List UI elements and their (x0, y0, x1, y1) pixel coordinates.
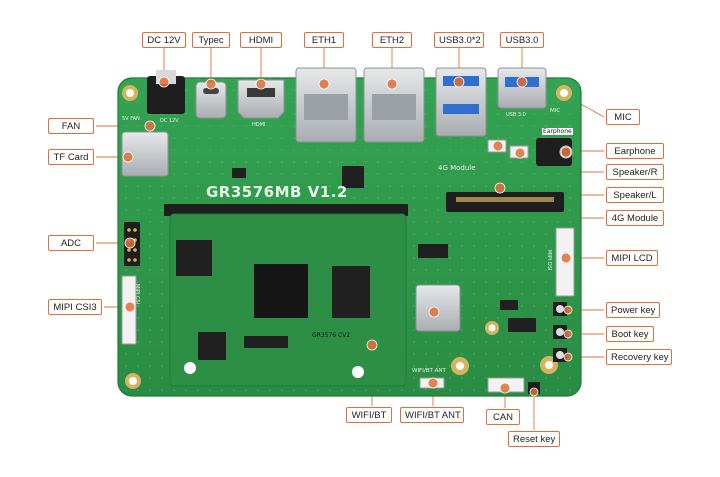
label-dc12v: DC 12V (142, 32, 186, 48)
label-speakerl: Speaker/L (606, 187, 664, 203)
silk-hdmi: HDMI (252, 122, 266, 128)
label-mic: MIC (606, 109, 640, 125)
silk-earphone: Earphone (542, 128, 573, 135)
pmic-chip (244, 336, 288, 348)
label-powerkey: Power key (606, 302, 660, 318)
label-wifibtant: WIFI/BT ANT (400, 407, 464, 423)
ram-chip-1 (176, 240, 212, 276)
module-mark: GR3576 CV2 (312, 332, 351, 339)
label-earphone: Earphone (606, 143, 664, 159)
label-can: CAN (486, 409, 520, 425)
silk-fan: 5V FAN (122, 116, 140, 122)
mounting-holes (122, 85, 572, 389)
label-wifibt: WIFI/BT (346, 407, 392, 423)
module-hole-2 (352, 366, 364, 378)
som-slot (164, 204, 408, 216)
label-eth2: ETH2 (372, 32, 412, 48)
label-mipicsi3: MIPI CSI3 (48, 299, 102, 315)
label-mipilcd: MIPI LCD (606, 250, 658, 266)
soc-chip (254, 264, 308, 318)
module-hole (184, 362, 196, 374)
label-speakerr: Speaker/R (606, 164, 664, 180)
eth1-port (295, 67, 357, 143)
tf-card-slot (121, 131, 169, 177)
label-resetkey: Reset key (508, 431, 560, 447)
label-usb30: USB3.0 (500, 32, 544, 48)
label-adc: ADC (48, 235, 94, 251)
board-title: GR3576MB V1.2 (206, 183, 348, 201)
4g-module-slot-pins (456, 197, 554, 202)
silk-mic: MIC (550, 108, 561, 114)
emmc-chip (198, 332, 226, 360)
eth2-port (363, 67, 425, 143)
silk-mipi-csi: MIPI CSI (134, 284, 140, 305)
label-tfcard: TF Card (48, 149, 94, 165)
hdmi-port (237, 79, 285, 119)
dc-jack (147, 70, 185, 114)
ram-chip-2 (332, 266, 370, 318)
label-hdmi: HDMI (240, 32, 282, 48)
label-module4g: 4G Module (606, 210, 664, 226)
wifi-bt-chip (415, 284, 461, 332)
key-buttons (528, 302, 567, 394)
silk-wifi-ant: WIFI/BT ANT (412, 368, 446, 374)
usb3-single-port (497, 67, 547, 109)
label-fan: FAN (48, 118, 94, 134)
typec-port (195, 81, 227, 119)
numbered-markers (122, 76, 573, 397)
small-ics (232, 166, 536, 332)
label-recoverykey: Recovery key (606, 349, 672, 365)
silk-dc: DC 12V (160, 118, 179, 124)
silk-4g-module: 4G Module (438, 164, 476, 172)
label-bootkey: Boot key (606, 326, 654, 342)
label-typec: Typec (192, 32, 230, 48)
label-eth1: ETH1 (304, 32, 344, 48)
silk-mipi-dsi: MIPI DSI (546, 250, 552, 271)
silk-usb3: USB 3.0 (506, 112, 526, 118)
label-usb30x2: USB3.0*2 (434, 32, 484, 48)
